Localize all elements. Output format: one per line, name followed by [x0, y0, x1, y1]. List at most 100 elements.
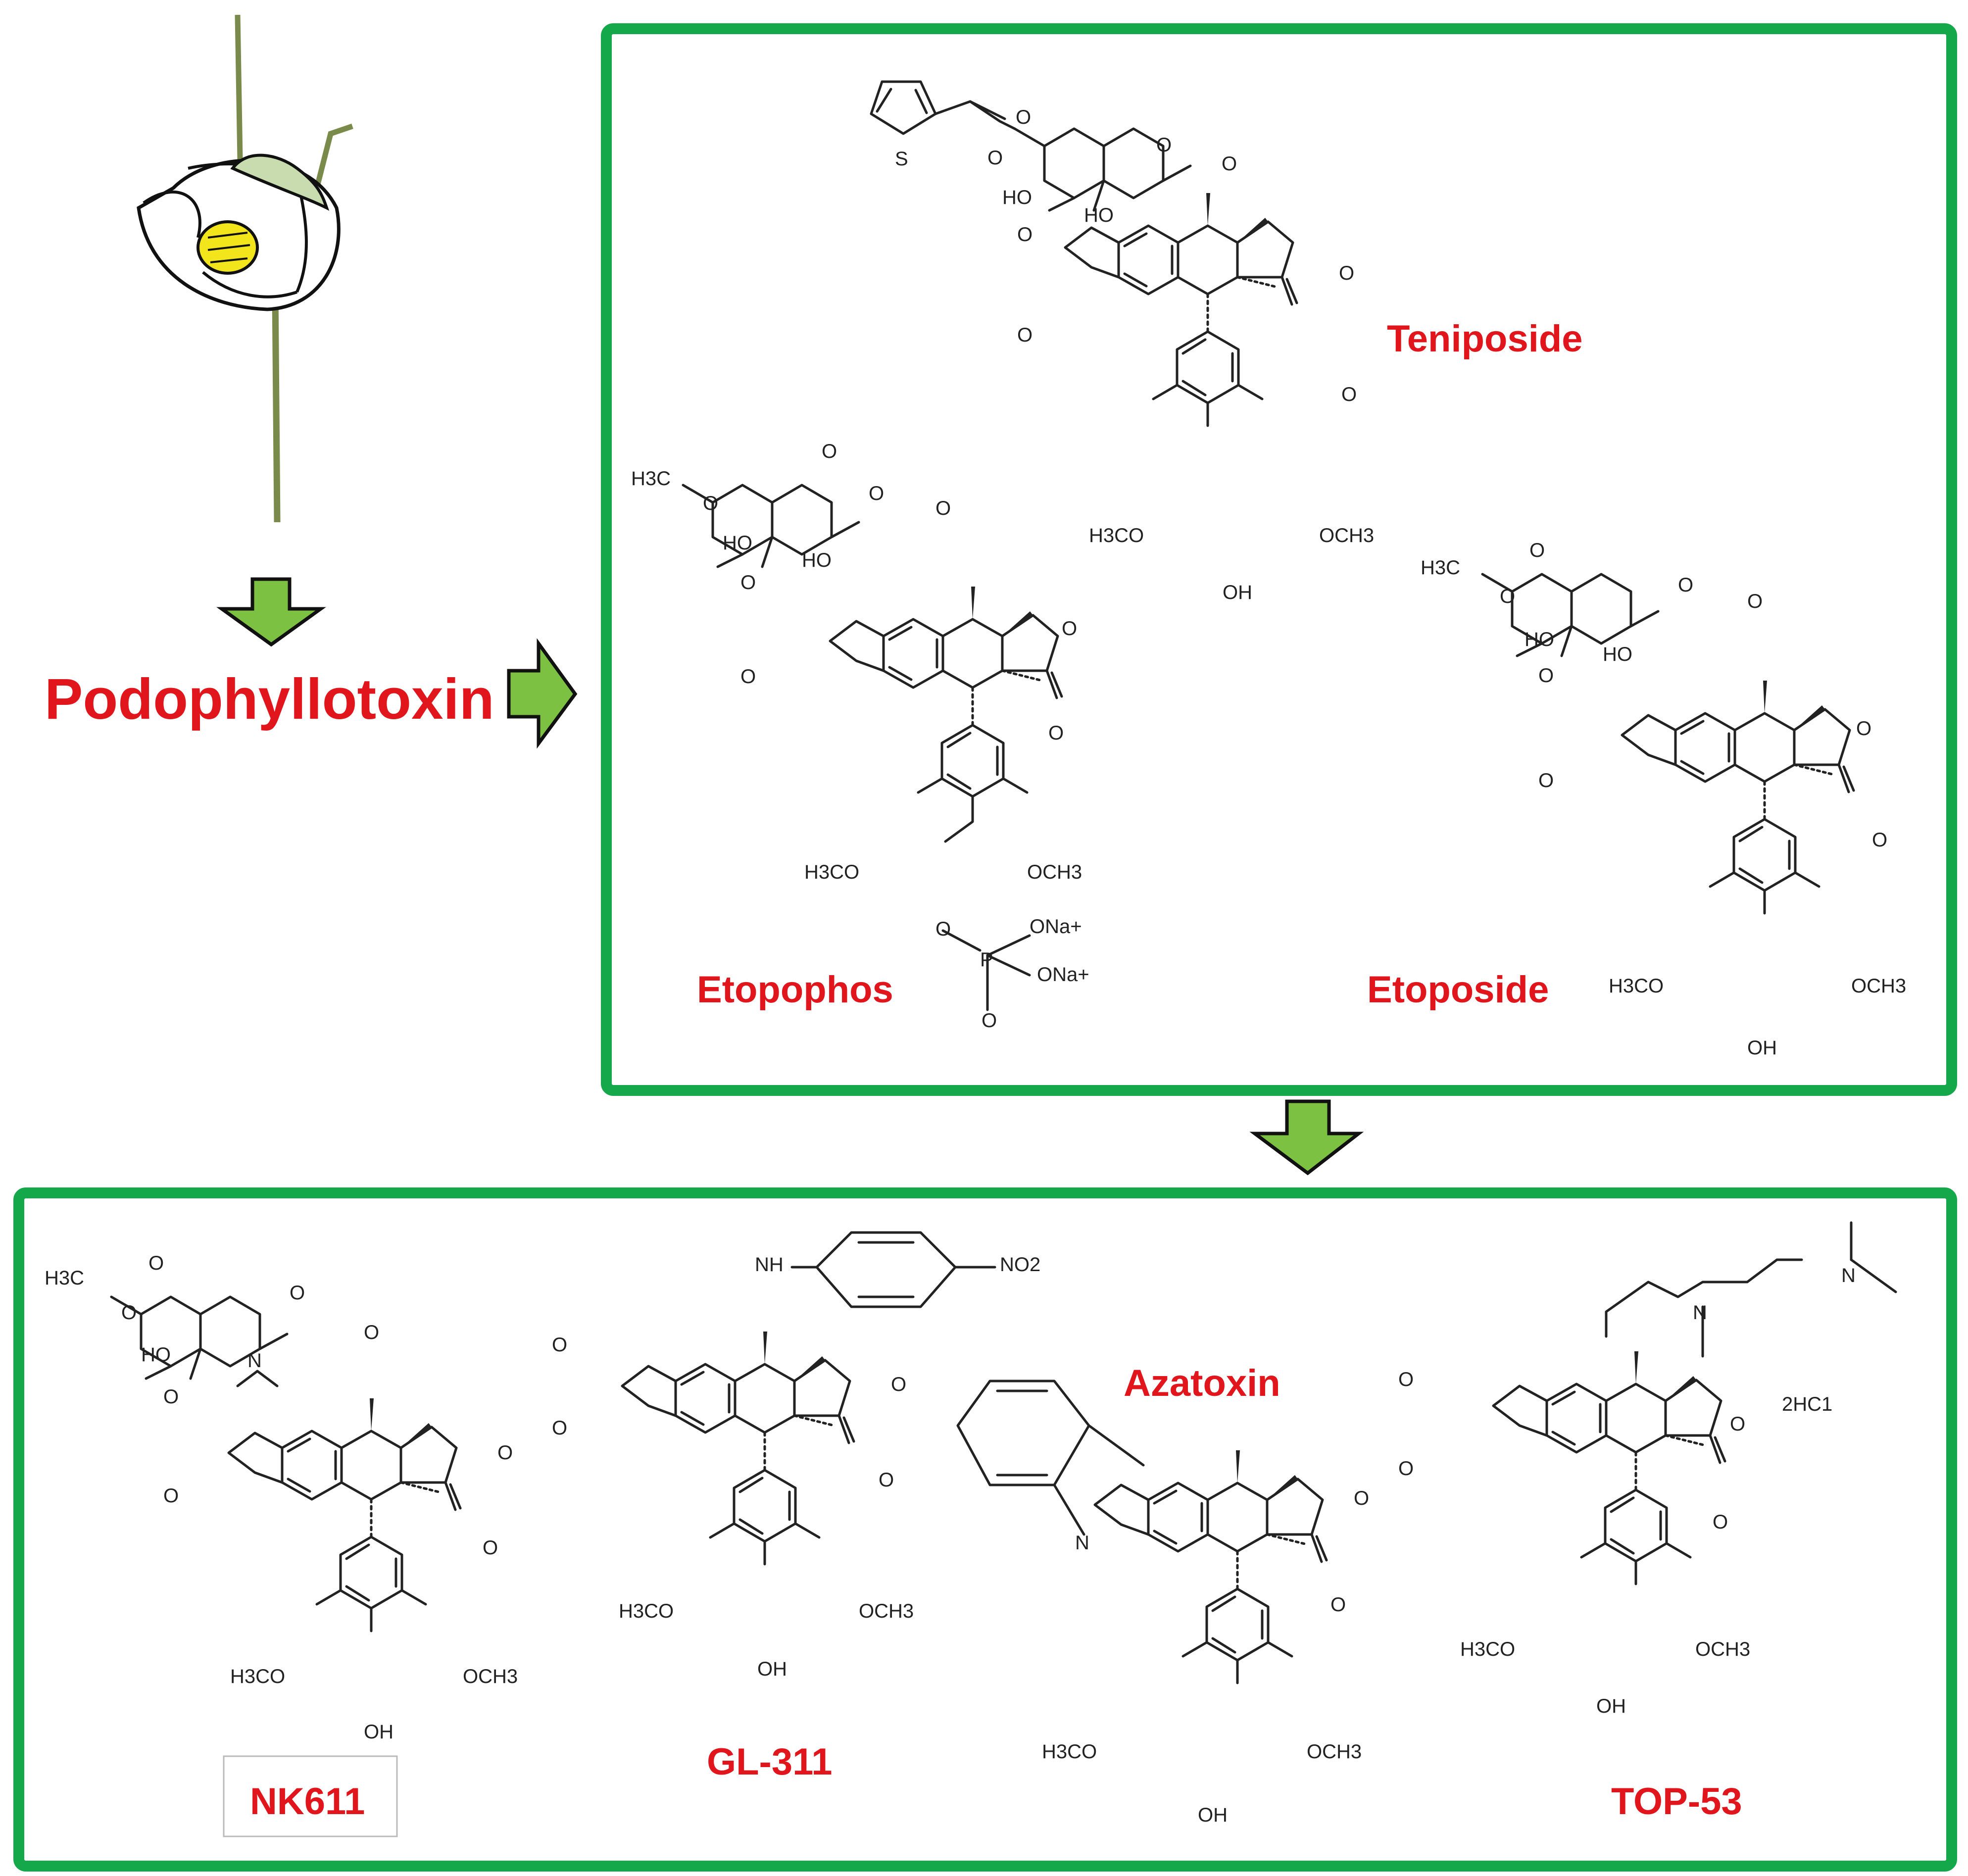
svg-text:OH: OH	[1198, 1804, 1228, 1826]
svg-text:O: O	[1017, 324, 1033, 346]
svg-text:O: O	[121, 1302, 137, 1324]
svg-text:H3CO: H3CO	[1460, 1638, 1515, 1660]
svg-text:ONa+: ONa+	[1030, 916, 1082, 938]
svg-text:N: N	[1841, 1265, 1856, 1286]
down-arrow-icon	[1249, 1099, 1364, 1176]
right-arrow-icon	[507, 638, 578, 749]
gl311-structure: NH NO2 O O O O H3CO OCH3 OH	[552, 1231, 1040, 1680]
svg-text:O: O	[982, 1010, 997, 1032]
svg-text:O: O	[163, 1386, 179, 1408]
svg-text:O: O	[1872, 829, 1887, 851]
svg-text:S: S	[895, 148, 908, 170]
svg-text:OCH3: OCH3	[1695, 1638, 1750, 1660]
azatoxin-structure: N O O H3CO OCH3 OH	[956, 1380, 1369, 1826]
svg-text:2HC1: 2HC1	[1782, 1393, 1832, 1415]
svg-text:O: O	[1341, 384, 1357, 405]
svg-text:HO: HO	[1525, 629, 1554, 650]
svg-text:O: O	[987, 147, 1003, 169]
svg-text:O: O	[1156, 134, 1172, 156]
down-arrow-icon	[216, 577, 326, 647]
svg-text:O: O	[148, 1252, 164, 1274]
etoposide-structure: H3C O O O O HO HO O O O O H3CO OCH3 OH	[1421, 540, 1906, 1059]
teniposide-structure: S O O O O HO HO O O O O H3CO OCH3 OH	[870, 80, 1374, 603]
svg-text:OH: OH	[364, 1721, 394, 1743]
etopophos-structure: H3C O O O O HO HO O O O O H3CO OCH3 O P …	[631, 441, 1089, 1032]
svg-text:O: O	[1678, 574, 1693, 596]
gl311-label: GL-311	[707, 1741, 832, 1783]
svg-text:N: N	[247, 1350, 262, 1372]
svg-text:OCH3: OCH3	[463, 1666, 518, 1687]
svg-text:OCH3: OCH3	[1851, 975, 1906, 997]
top53-structure: N N 2HC1 O O O O H3CO OCH3 OH	[1398, 1221, 1897, 1717]
etopophos-label: Etopophos	[697, 969, 893, 1011]
svg-text:O: O	[1398, 1369, 1414, 1390]
svg-text:O: O	[290, 1282, 305, 1304]
svg-text:O: O	[1016, 106, 1031, 128]
svg-text:O: O	[1713, 1511, 1728, 1533]
svg-text:H3C: H3C	[631, 468, 671, 490]
svg-text:O: O	[1048, 722, 1064, 744]
svg-text:O: O	[869, 483, 884, 504]
nk611-structure: H3C O O O O HO N O O O O H3CO OCH3 OH	[45, 1252, 518, 1743]
svg-text:O: O	[1730, 1413, 1745, 1435]
svg-text:HO: HO	[141, 1344, 171, 1366]
svg-text:O: O	[1398, 1458, 1414, 1480]
svg-text:O: O	[1222, 153, 1237, 175]
svg-text:O: O	[1017, 224, 1033, 246]
svg-text:H3CO: H3CO	[619, 1600, 674, 1622]
svg-text:H3C: H3C	[1421, 557, 1460, 579]
svg-text:HO: HO	[1084, 204, 1114, 226]
svg-text:ONa+: ONa+	[1037, 964, 1089, 986]
svg-text:O: O	[935, 497, 951, 519]
svg-text:OH: OH	[1747, 1037, 1777, 1059]
second-generation-frame	[13, 1187, 1957, 1872]
svg-text:NH: NH	[755, 1254, 784, 1276]
svg-text:H3CO: H3CO	[230, 1666, 285, 1687]
svg-text:H3C: H3C	[45, 1267, 84, 1289]
svg-text:O: O	[703, 493, 718, 514]
svg-text:O: O	[1500, 586, 1515, 607]
svg-text:O: O	[1747, 591, 1763, 612]
svg-text:O: O	[1529, 540, 1545, 561]
svg-text:O: O	[935, 918, 951, 940]
azatoxin-label: Azatoxin	[1124, 1362, 1280, 1404]
svg-text:O: O	[740, 572, 756, 593]
first-generation-frame	[601, 23, 1957, 1096]
svg-text:OCH3: OCH3	[1307, 1741, 1362, 1763]
svg-text:N: N	[1075, 1532, 1089, 1554]
svg-text:OCH3: OCH3	[1319, 525, 1374, 546]
top53-label: TOP-53	[1611, 1780, 1742, 1823]
svg-text:H3CO: H3CO	[1042, 1741, 1097, 1763]
svg-text:O: O	[1538, 770, 1554, 791]
svg-text:OCH3: OCH3	[859, 1600, 914, 1622]
svg-text:H3CO: H3CO	[804, 861, 859, 883]
etoposide-label: Etoposide	[1367, 969, 1549, 1011]
svg-text:NO2: NO2	[1000, 1254, 1040, 1276]
nk611-label-box	[223, 1755, 398, 1837]
svg-text:O: O	[740, 666, 756, 688]
svg-text:HO: HO	[802, 549, 832, 571]
svg-text:P: P	[980, 949, 993, 971]
podophyllotoxin-label: Podophyllotoxin	[45, 667, 494, 731]
svg-text:O: O	[891, 1374, 906, 1395]
svg-text:OH: OH	[1596, 1695, 1626, 1717]
nk611-label: NK611	[250, 1780, 365, 1823]
mayapple-flower-icon	[137, 14, 353, 523]
svg-text:O: O	[1339, 262, 1354, 284]
svg-text:HO: HO	[1002, 187, 1032, 208]
svg-text:HO: HO	[723, 532, 752, 554]
svg-text:OH: OH	[1223, 582, 1252, 603]
svg-text:O: O	[1856, 718, 1871, 740]
svg-text:OCH3: OCH3	[1027, 861, 1082, 883]
svg-text:O: O	[163, 1485, 179, 1507]
svg-text:O: O	[822, 441, 837, 462]
svg-text:HO: HO	[1603, 643, 1632, 665]
svg-text:O: O	[552, 1334, 567, 1356]
svg-text:O: O	[552, 1417, 567, 1439]
svg-text:O: O	[1330, 1594, 1346, 1616]
svg-text:OH: OH	[757, 1658, 787, 1680]
svg-text:O: O	[1354, 1487, 1369, 1509]
svg-text:O: O	[483, 1537, 498, 1559]
svg-text:O: O	[1062, 618, 1077, 640]
